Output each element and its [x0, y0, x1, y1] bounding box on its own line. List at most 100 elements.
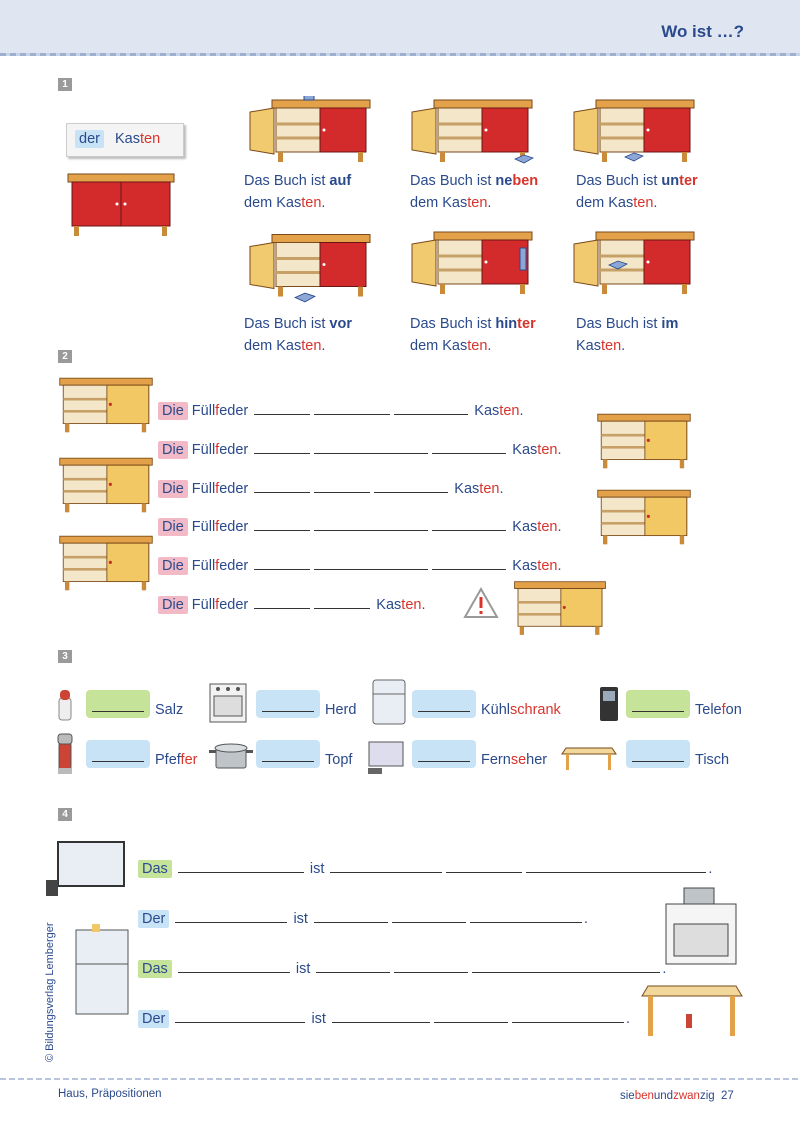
exercise4-row-1: Das ist .: [138, 860, 712, 878]
cabinet-book-on-top: [244, 96, 374, 171]
blank[interactable]: [526, 860, 707, 873]
yellow-cabinet-4: [596, 488, 692, 550]
answer-box-salz[interactable]: [86, 690, 150, 718]
blank[interactable]: [314, 518, 429, 531]
blank[interactable]: [391, 910, 466, 923]
exercise2-row-5: Die Füllfeder Kasten.: [158, 557, 562, 575]
blank[interactable]: [314, 557, 429, 570]
table-icon: [561, 747, 617, 770]
answer-box-topf[interactable]: [256, 740, 320, 768]
blank[interactable]: [330, 860, 443, 873]
yellow-cabinet-1: [58, 376, 154, 438]
blank[interactable]: [394, 960, 469, 973]
blank[interactable]: [313, 910, 388, 923]
blank[interactable]: [394, 402, 469, 415]
exercise4-row-4: Der ist .: [138, 1010, 630, 1028]
blank[interactable]: [254, 596, 311, 609]
caption-hinter: Das Buch ist hinter dem Kasten.: [410, 316, 536, 354]
yellow-cabinet-2: [596, 412, 692, 474]
blank[interactable]: [446, 860, 523, 873]
blank[interactable]: [177, 960, 290, 973]
blank[interactable]: [314, 596, 371, 609]
blank[interactable]: [432, 518, 507, 531]
blank[interactable]: [432, 441, 507, 454]
stove-icon: [209, 683, 247, 723]
blank[interactable]: [314, 402, 391, 415]
yellow-cabinet-6: [508, 580, 612, 640]
section-number-1: 1: [58, 78, 72, 91]
exercise2-row-4: Die Füllfeder Kasten.: [158, 518, 562, 536]
blank[interactable]: [254, 557, 311, 570]
blank[interactable]: [374, 480, 449, 493]
answer-box-kuehlschrank[interactable]: [412, 690, 476, 718]
blank[interactable]: [314, 480, 371, 493]
yellow-cabinet-3: [58, 456, 154, 518]
page-title: Wo ist …?: [661, 22, 744, 41]
blank[interactable]: [175, 910, 288, 923]
blank[interactable]: [254, 402, 311, 415]
blank[interactable]: [254, 441, 311, 454]
stove-with-pot-image: [665, 887, 737, 965]
blank[interactable]: [469, 910, 582, 923]
footer-topic: Haus, Präpositionen: [58, 1088, 162, 1100]
answer-box-tisch[interactable]: [626, 740, 690, 768]
page-header: Wo ist …?: [0, 0, 800, 56]
header-border: [0, 53, 800, 56]
blank[interactable]: [511, 1010, 624, 1023]
section-number-4: 4: [58, 808, 72, 821]
blank[interactable]: [175, 1010, 306, 1023]
blank[interactable]: [316, 960, 391, 973]
caption-unter: Das Buch ist unter dem Kasten.: [576, 173, 698, 211]
phone-icon: [600, 687, 618, 721]
word-herd: Herd: [325, 702, 357, 718]
caption-neben: Das Buch ist neben dem Kasten.: [410, 173, 539, 211]
answer-box-telefon[interactable]: [626, 690, 690, 718]
word-tisch: Tisch: [695, 752, 730, 768]
word-pfeffer: Pfeffer: [155, 752, 198, 768]
exercise2-row-1: Die Füllfeder Kasten.: [158, 402, 524, 420]
pot-icon: [209, 743, 253, 769]
section-number-3: 3: [58, 650, 72, 663]
blank[interactable]: [254, 480, 311, 493]
yellow-cabinet-5: [58, 534, 154, 596]
answer-box-herd[interactable]: [256, 690, 320, 718]
caption-im: Das Buch ist im Kasten.: [576, 316, 679, 354]
caption-vor: Das Buch ist vor dem Kasten.: [244, 316, 352, 354]
word-salz: Salz: [155, 702, 184, 718]
answer-box-pfeffer[interactable]: [86, 740, 150, 768]
blank[interactable]: [254, 518, 311, 531]
blank[interactable]: [314, 441, 429, 454]
exercise4-row-2: Der ist .: [138, 910, 588, 928]
exercise2-row-3: Die Füllfeder Kasten.: [158, 480, 504, 498]
noun-kasten: Kasten: [115, 131, 161, 147]
section-number-2: 2: [58, 350, 72, 363]
footer-page-number: siebenundzwanzig 27: [620, 1090, 734, 1102]
exercise2-row-6: Die Füllfeder Kasten.: [158, 596, 426, 614]
cabinet-book-behind: [406, 228, 536, 303]
blank[interactable]: [472, 960, 661, 973]
fridge-icon: [372, 679, 406, 725]
tv-image: [46, 841, 125, 896]
word-fernseher: Fernseher: [481, 752, 548, 768]
red-cabinet-image: [66, 172, 176, 242]
cabinet-book-beside: [406, 96, 536, 171]
blank[interactable]: [177, 860, 304, 873]
answer-box-fernseher[interactable]: [412, 740, 476, 768]
footer-divider: [0, 1078, 800, 1080]
word-telefon: Telefon: [695, 702, 742, 718]
blank[interactable]: [433, 1010, 508, 1023]
exercise4-row-3: Das ist .: [138, 960, 666, 978]
fridge-image: [75, 924, 129, 1015]
blank[interactable]: [331, 1010, 430, 1023]
pepper-mill-icon: [57, 733, 73, 774]
salt-shaker-icon: [58, 690, 72, 721]
exercise2-row-2: Die Füllfeder Kasten.: [158, 441, 562, 459]
article-der: der: [75, 130, 104, 148]
blank[interactable]: [432, 557, 507, 570]
cabinet-book-under: [568, 96, 698, 171]
cabinet-book-inside: [568, 228, 698, 303]
caption-auf: Das Buch ist auf dem Kasten.: [244, 173, 352, 211]
word-kuehlschrank: Kühlschrank: [481, 702, 561, 718]
warning-icon: [463, 586, 499, 618]
cabinet-book-in-front: [244, 228, 374, 303]
